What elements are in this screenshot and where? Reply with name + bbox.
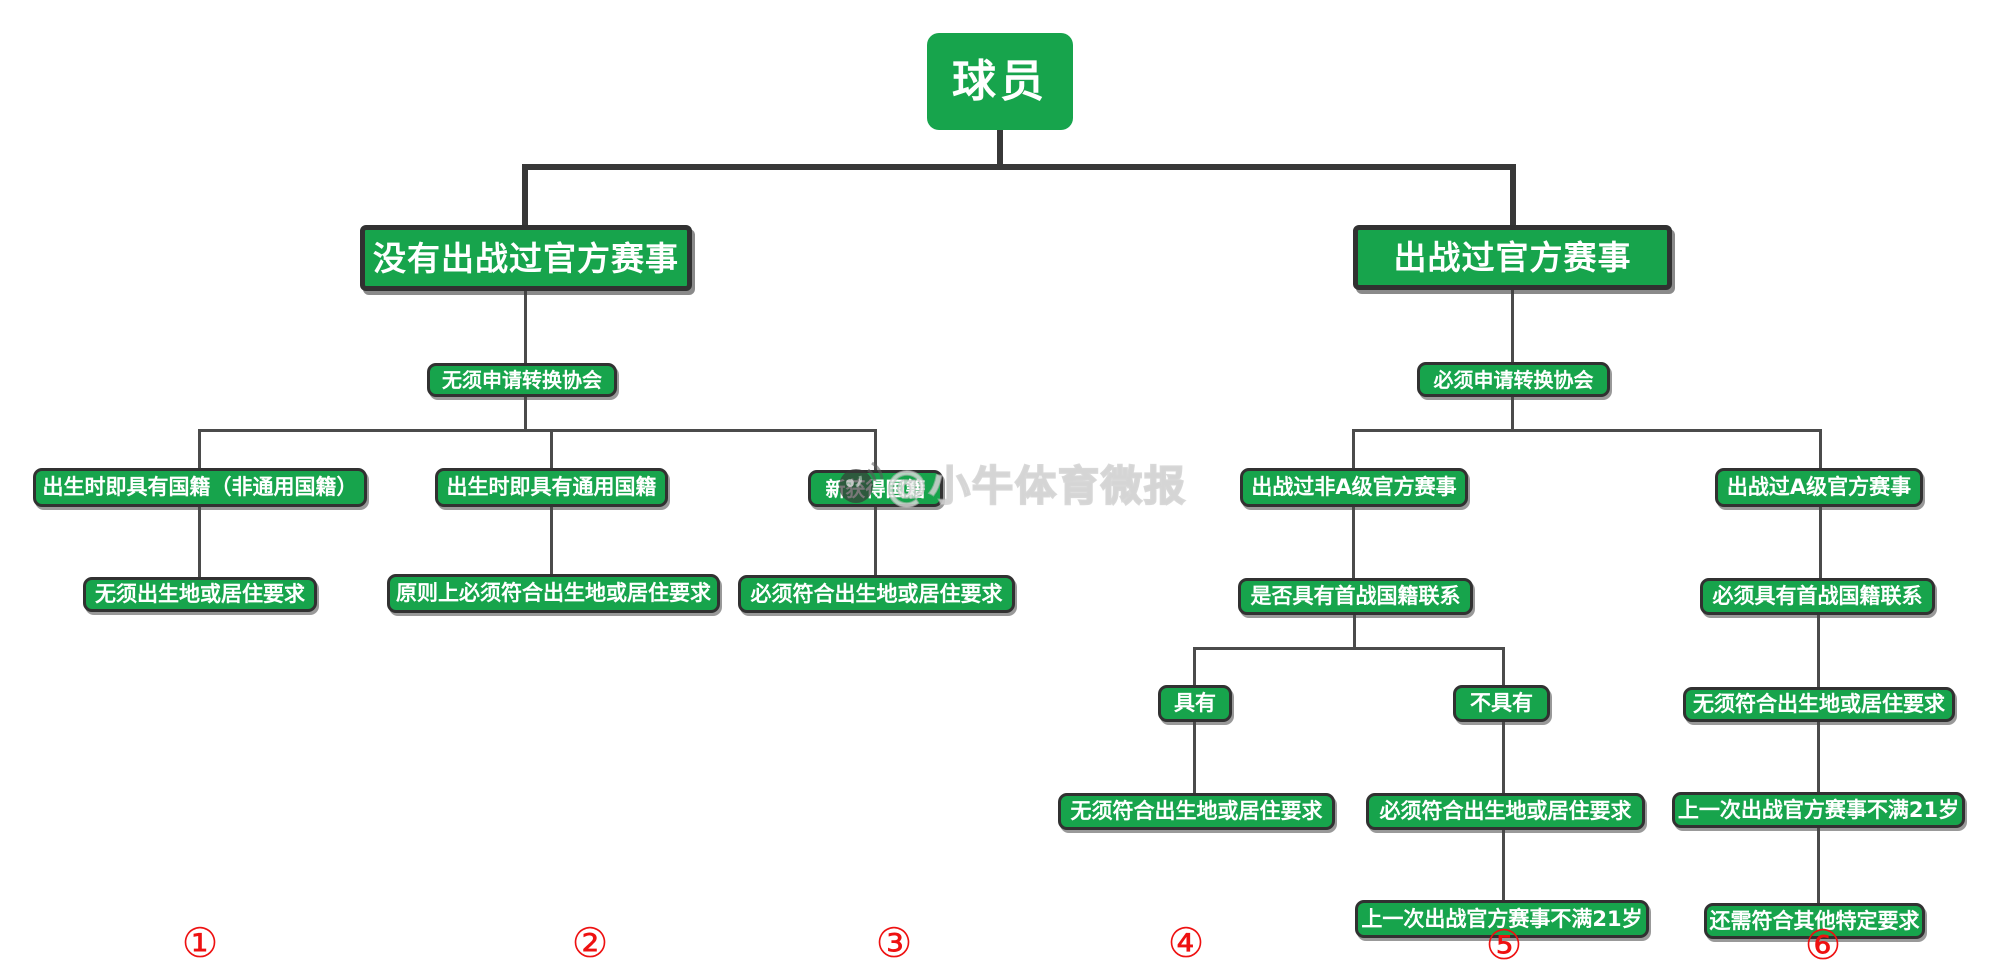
connector [997, 128, 1003, 168]
case-marker-4: ④ [1167, 919, 1205, 967]
connector [198, 506, 201, 578]
connector [522, 164, 1516, 170]
case-marker-5: ⑤ [1485, 921, 1523, 969]
node-played-official: 出战过官方赛事 [1353, 225, 1672, 290]
connector [1502, 829, 1505, 901]
connector [1352, 429, 1355, 469]
case-marker-2: ② [571, 919, 609, 967]
connector [874, 506, 877, 576]
connector [550, 506, 553, 575]
case-marker-6: ⑥ [1804, 921, 1842, 969]
connector [1502, 721, 1505, 794]
node-has-link: 具有 [1158, 685, 1232, 722]
node-must-have-first-match-link: 必须具有首战国籍联系 [1700, 578, 1935, 615]
connector [522, 164, 528, 226]
node-no-need-meet-birthplace-req-2: 无须符合出生地或居住要求 [1683, 687, 1955, 722]
connector [1511, 396, 1514, 431]
connector [1819, 506, 1822, 579]
connector [1817, 827, 1820, 904]
connector [550, 429, 553, 469]
node-must-apply-change: 必须申请转换协会 [1417, 362, 1610, 397]
connector [198, 429, 201, 469]
node-last-official-match-under-21-2: 上一次出战官方赛事不满21岁 [1672, 792, 1965, 828]
node-no-link: 不具有 [1453, 685, 1550, 722]
node-birth-nationality-universal: 出生时即具有通用国籍 [435, 468, 668, 507]
connector [1193, 647, 1196, 686]
connector [1511, 289, 1514, 363]
connector [1193, 721, 1196, 794]
connector [1817, 721, 1820, 793]
node-must-meet-birthplace-req: 必须符合出生地或居住要求 [738, 575, 1015, 613]
connector [1819, 429, 1822, 469]
connector [1353, 614, 1356, 649]
node-player: 球员 [927, 33, 1073, 130]
node-no-birthplace-residence-req: 无须出生地或居住要求 [83, 577, 317, 612]
connector [198, 429, 877, 432]
connector [524, 396, 527, 431]
case-marker-1: ① [181, 919, 219, 967]
node-no-need-apply-change: 无须申请转换协会 [427, 363, 617, 397]
node-last-official-match-under-21: 上一次出战官方赛事不满21岁 [1355, 900, 1649, 938]
connector [1193, 647, 1505, 650]
connector [1817, 614, 1820, 688]
connector [1510, 164, 1516, 226]
node-has-first-match-nationality-link-question: 是否具有首战国籍联系 [1238, 578, 1473, 615]
connector [874, 429, 877, 471]
node-birth-nationality-non-universal: 出生时即具有国籍（非通用国籍） [33, 468, 367, 507]
node-newly-acquired-nationality: 新获得国籍 [808, 470, 943, 507]
node-played-non-a-level: 出战过非A级官方赛事 [1240, 468, 1468, 507]
connector [1502, 647, 1505, 686]
node-must-meet-birthplace-req-2: 必须符合出生地或居住要求 [1366, 793, 1645, 830]
node-other-specific-requirements: 还需符合其他特定要求 [1704, 903, 1925, 939]
connector [1352, 429, 1822, 432]
node-no-need-meet-birthplace-req: 无须符合出生地或居住要求 [1058, 793, 1335, 830]
connector [524, 290, 527, 364]
node-in-principle-must-meet-req: 原则上必须符合出生地或居住要求 [387, 574, 720, 613]
node-never-played-official: 没有出战过官方赛事 [360, 225, 692, 291]
case-marker-3: ③ [875, 919, 913, 967]
node-played-a-level: 出战过A级官方赛事 [1715, 468, 1923, 507]
connector [1352, 506, 1355, 579]
